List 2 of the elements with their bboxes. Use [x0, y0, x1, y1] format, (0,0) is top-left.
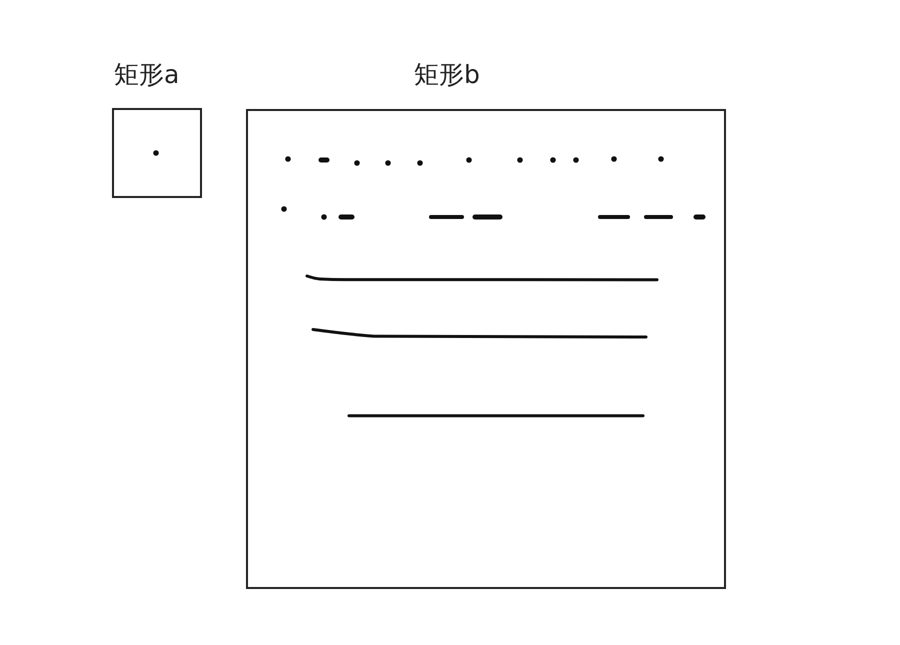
rectangle-label: 矩形a: [114, 61, 180, 89]
rectangle-label: 矩形b: [414, 61, 480, 89]
